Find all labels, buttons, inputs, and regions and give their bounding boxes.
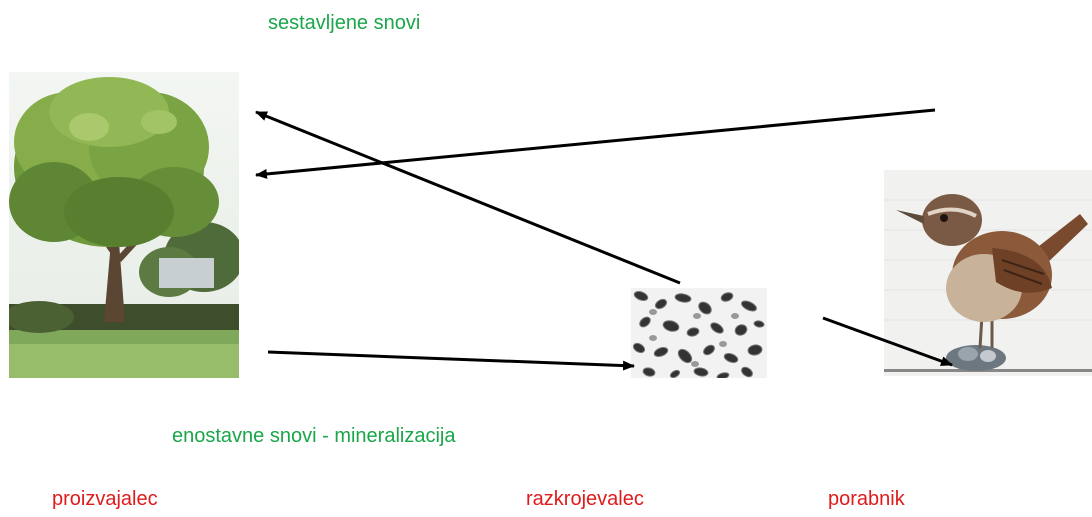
- arrow-consumer-to-producer: [255, 108, 936, 179]
- decomposer-label: razkrojevalec: [526, 488, 644, 510]
- arrow-to-consumer: [822, 316, 953, 367]
- arrow-decomposer-to-producer: [255, 110, 681, 285]
- producer-label: proizvajalec: [52, 488, 158, 510]
- compounds-bottom-label: enostavne snovi - mineralizacija: [172, 425, 456, 447]
- microbe-image: [631, 288, 767, 378]
- consumer-label: porabnik: [828, 488, 905, 510]
- compounds-top-label: sestavljene snovi: [268, 12, 421, 34]
- bird-image: [884, 170, 1092, 376]
- tree-image: [9, 72, 239, 378]
- arrow-producer-to-decomposer: [267, 350, 635, 371]
